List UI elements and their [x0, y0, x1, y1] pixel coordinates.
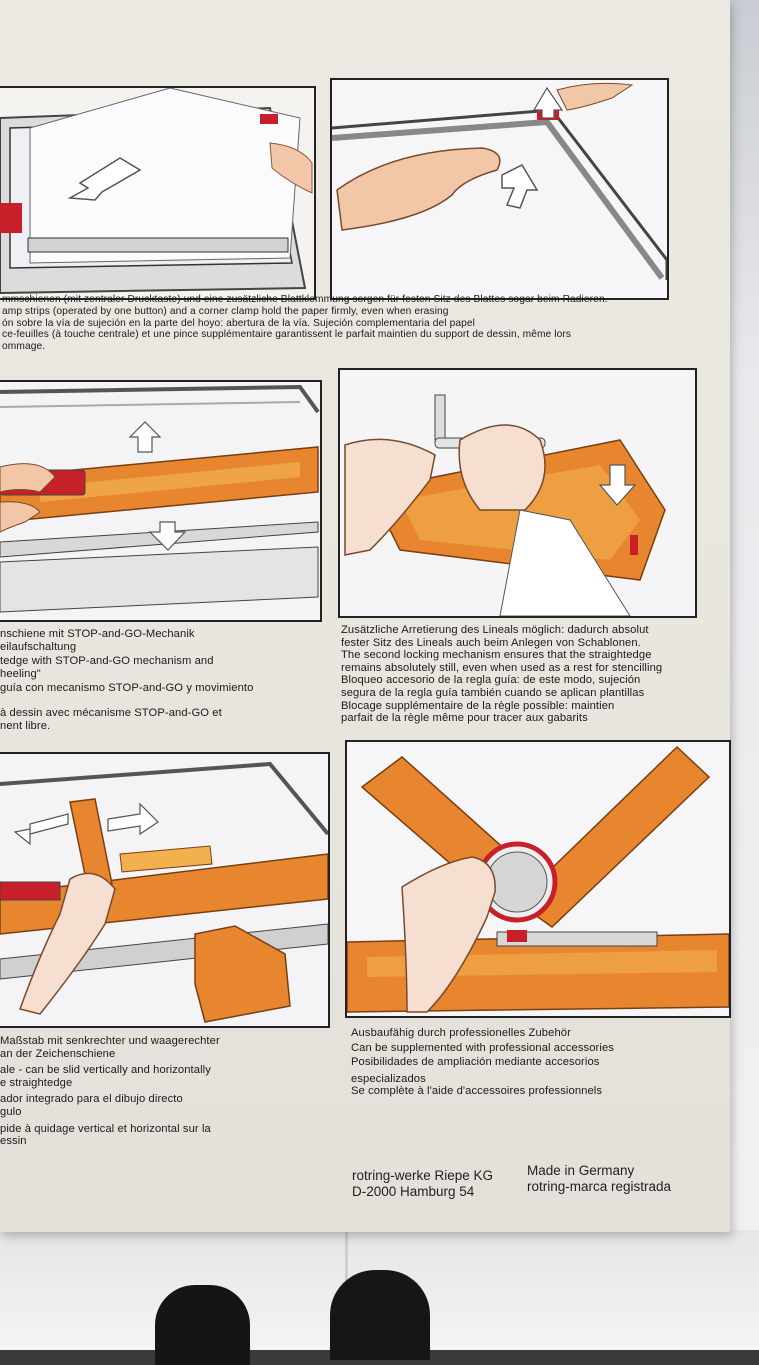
- caption-line: parfait de la règle même pour tracer aux…: [341, 712, 588, 725]
- caption-line: Ausbaufähig durch professionelles Zubehö…: [351, 1027, 571, 1039]
- caption-paper-clamp: mmschienen (mit zentraler Drucktaste) un…: [2, 294, 608, 353]
- origin-note: Made in Germany rotring-marca registrada: [527, 1163, 671, 1195]
- illustration-stop-and-go: [0, 380, 322, 622]
- illustration-second-lock: [338, 368, 697, 618]
- caption-line: Bloqueo accesorio de la regla guía: de e…: [341, 674, 641, 687]
- second-lock-drawing: [340, 370, 695, 616]
- caption-line: eilaufschaltung: [0, 640, 77, 653]
- caption-line: fester Sitz des Lineals auch beim Anlege…: [341, 636, 641, 649]
- caption-second-lock: Zusätzliche Arretierung des Lineals mögl…: [341, 624, 662, 725]
- illustration-accessories: [345, 740, 731, 1018]
- caption-line: tedge with STOP-and-GO mechanism and: [0, 655, 214, 668]
- shoe-right: [330, 1270, 430, 1360]
- caption-line: Maßstab mit senkrechter und waagerechter: [0, 1035, 220, 1047]
- company-name: rotring-werke Riepe KG: [352, 1168, 494, 1183]
- caption-line: [0, 695, 253, 707]
- caption-line: e straightedge: [0, 1076, 73, 1089]
- instruction-sheet: mmschienen (mit zentraler Drucktaste) un…: [0, 0, 731, 1232]
- caption-line: remains absolutely still, even when used…: [341, 661, 663, 674]
- caption-line: ón sobre la vía de sujeción en la parte …: [2, 317, 475, 329]
- shoe-left: [155, 1285, 250, 1365]
- caption-line: à dessin avec mécanisme STOP-and-GO et: [0, 706, 222, 719]
- caption-line: Posibilidades de ampliación mediante acc…: [351, 1056, 600, 1069]
- caption-line: segura de la regla guía también cuando s…: [341, 686, 645, 699]
- caption-line: ale - can be slid vertically and horizon…: [0, 1064, 211, 1077]
- caption-line: heeling": [0, 667, 41, 680]
- caption-line: especializados: [351, 1072, 426, 1085]
- sliding-scale-drawing: [0, 754, 328, 1026]
- caption-line: essin: [0, 1135, 27, 1148]
- caption-line: ce-feuilles (à touche centrale) et une p…: [2, 329, 572, 341]
- illustration-corner-clamp: [330, 78, 669, 300]
- caption-line: Zusätzliche Arretierung des Lineals mögl…: [341, 624, 649, 636]
- caption-sliding-scale: Maßstab mit senkrechter und waagerechter…: [0, 1035, 220, 1148]
- stop-and-go-drawing: [0, 382, 320, 620]
- caption-line: an der Zeichenschiene: [0, 1047, 116, 1060]
- caption-line: The second locking mechanism ensures tha…: [341, 649, 652, 662]
- caption-line: ador integrado para el dibujo directo: [0, 1093, 183, 1106]
- caption-line: ommage.: [2, 341, 46, 353]
- caption-line: Se complète à l'aide d'accessoires profe…: [351, 1085, 603, 1098]
- caption-stop-and-go: nschiene mit STOP-and-GO-Mechanik eilauf…: [0, 628, 253, 732]
- manufacturer-address: rotring-werke Riepe KG D-2000 Hamburg 54: [352, 1168, 493, 1200]
- caption-line: amp strips (operated by one button) and …: [2, 305, 449, 317]
- caption-line: pide à quidage vertical et horizontal su…: [0, 1122, 211, 1135]
- caption-line: guía con mecanismo STOP-and-GO y movimie…: [0, 682, 254, 695]
- paper-clamp-drawing: [0, 88, 314, 298]
- caption-line: Blocage supplémentaire de la règle possi…: [341, 699, 615, 712]
- trademark-note: rotring-marca registrada: [527, 1179, 672, 1194]
- illustration-paper-clamp: [0, 86, 316, 300]
- accessories-drawing: [347, 742, 729, 1016]
- corner-clamp-drawing: [332, 80, 667, 298]
- illustration-sliding-scale: [0, 752, 330, 1028]
- company-city: D-2000 Hamburg 54: [352, 1184, 475, 1199]
- made-in-germany: Made in Germany: [527, 1163, 635, 1178]
- caption-line: Can be supplemented with professional ac…: [351, 1041, 614, 1054]
- caption-accessories: Ausbaufähig durch professionelles Zubehö…: [351, 1027, 614, 1098]
- caption-line: gulo: [0, 1105, 22, 1118]
- caption-line: nent libre.: [0, 719, 51, 732]
- caption-line: mmschienen (mit zentraler Drucktaste) un…: [2, 294, 608, 305]
- caption-line: nschiene mit STOP-and-GO-Mechanik: [0, 628, 195, 640]
